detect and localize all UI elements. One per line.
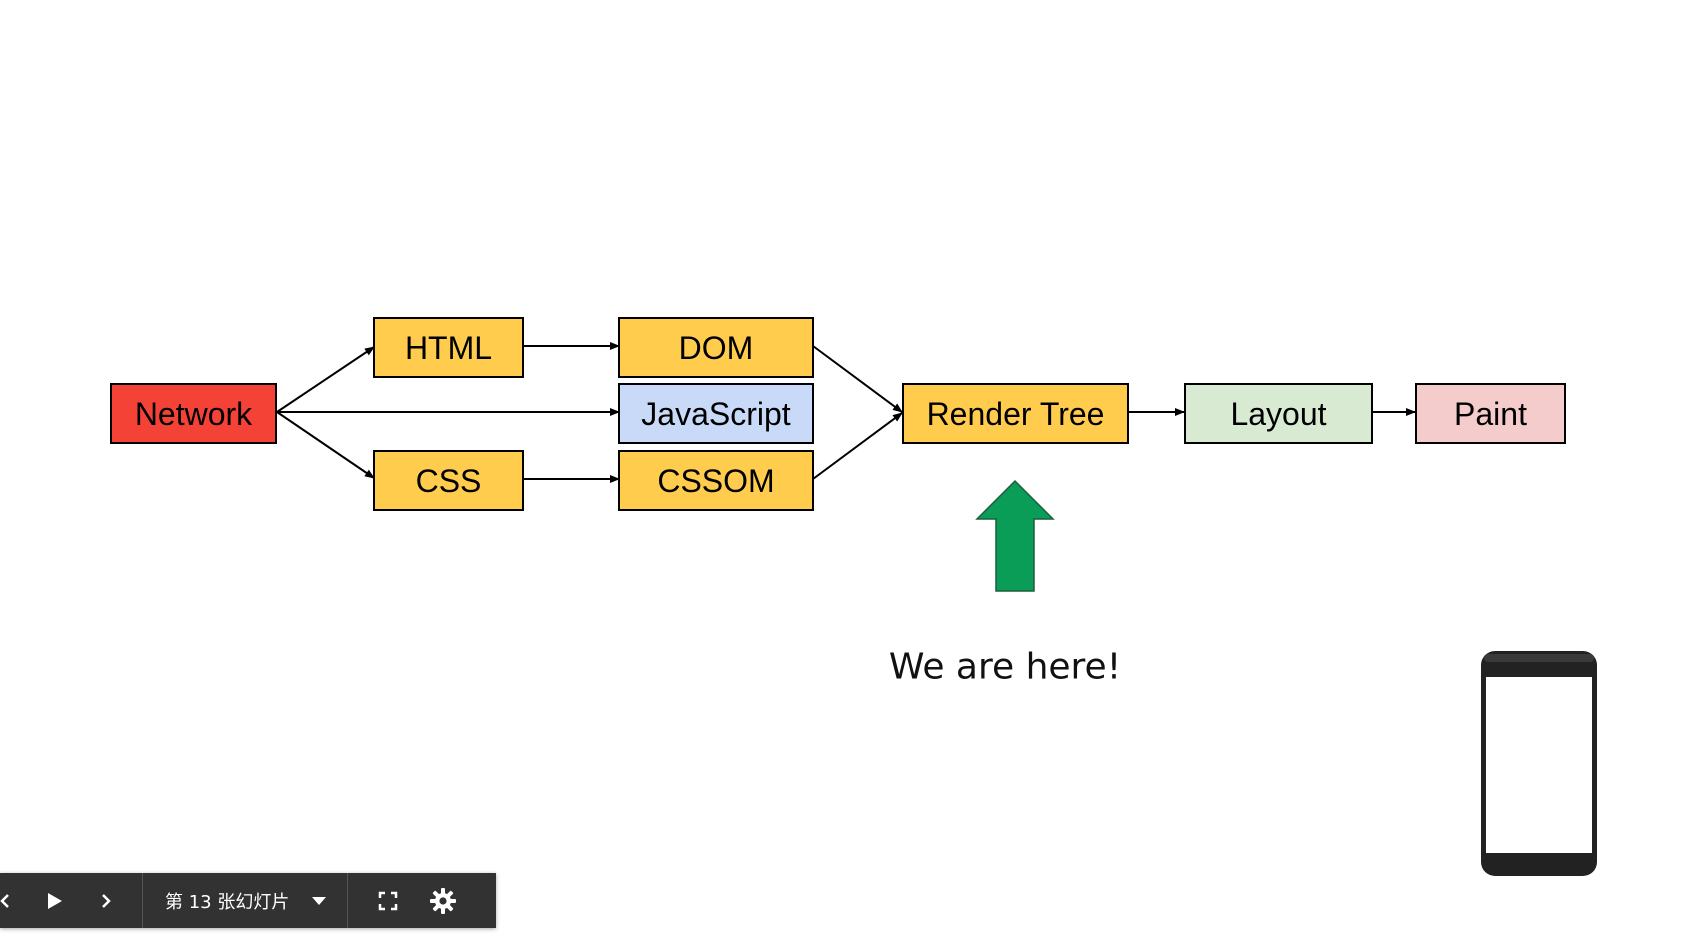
up-arrow-icon bbox=[975, 479, 1055, 592]
play-button[interactable] bbox=[36, 873, 72, 928]
node-javascript-label: JavaScript bbox=[641, 396, 791, 432]
node-html-label: HTML bbox=[405, 330, 492, 366]
node-layout-box bbox=[1184, 383, 1373, 444]
node-dom: DOM bbox=[618, 317, 814, 378]
slide-indicator-dropdown[interactable]: 第 13 张幻灯片 bbox=[143, 873, 346, 928]
node-javascript: JavaScript bbox=[618, 383, 814, 444]
arrow-network-to-css bbox=[276, 411, 375, 479]
toolbar-separator bbox=[347, 873, 348, 928]
fullscreen-button[interactable] bbox=[370, 873, 406, 928]
next-slide-button[interactable] bbox=[88, 873, 124, 928]
fullscreen-icon bbox=[378, 891, 398, 910]
settings-button[interactable] bbox=[424, 873, 462, 928]
node-network-box bbox=[110, 383, 277, 444]
node-render-tree: Render Tree bbox=[902, 383, 1129, 444]
chevron-right-icon bbox=[102, 893, 111, 908]
node-paint-box bbox=[1415, 383, 1566, 444]
we-are-here-note: We are here! bbox=[889, 647, 1121, 688]
connectors bbox=[276, 342, 1416, 483]
arrow-network-to-html bbox=[276, 346, 375, 413]
node-paint-label: Paint bbox=[1454, 396, 1527, 432]
arrow-cssom-to-render-tree bbox=[812, 412, 903, 480]
node-css: CSS bbox=[373, 450, 524, 511]
play-icon bbox=[48, 892, 62, 909]
node-network: Network bbox=[110, 383, 277, 444]
node-paint: Paint bbox=[1415, 383, 1566, 444]
node-dom-label: DOM bbox=[679, 330, 754, 366]
caret-down-icon bbox=[312, 897, 326, 905]
node-html-box bbox=[373, 317, 524, 378]
slide-indicator-label: 第 13 张幻灯片 bbox=[165, 891, 290, 913]
node-network-label: Network bbox=[135, 396, 253, 432]
node-layout-label: Layout bbox=[1230, 396, 1326, 432]
node-cssom: CSSOM bbox=[618, 450, 814, 511]
arrow-dom-to-render-tree bbox=[812, 345, 903, 413]
node-render-tree-label: Render Tree bbox=[927, 396, 1105, 432]
node-css-box bbox=[373, 450, 524, 511]
toolbar-separator bbox=[142, 873, 143, 928]
chevron-left-icon bbox=[0, 893, 9, 908]
node-render-tree-box bbox=[902, 383, 1129, 444]
node-cssom-label: CSSOM bbox=[657, 463, 774, 499]
node-html: HTML bbox=[373, 317, 524, 378]
gear-icon bbox=[430, 887, 456, 914]
node-dom-box bbox=[618, 317, 814, 378]
node-layout: Layout bbox=[1184, 383, 1373, 444]
smartphone-icon bbox=[1481, 651, 1597, 876]
node-javascript-box bbox=[618, 383, 814, 444]
previous-slide-button[interactable] bbox=[0, 873, 22, 928]
presenter-toolbar: 第 13 张幻灯片 bbox=[0, 873, 496, 928]
node-cssom-box bbox=[618, 450, 814, 511]
node-css-label: CSS bbox=[416, 463, 482, 499]
